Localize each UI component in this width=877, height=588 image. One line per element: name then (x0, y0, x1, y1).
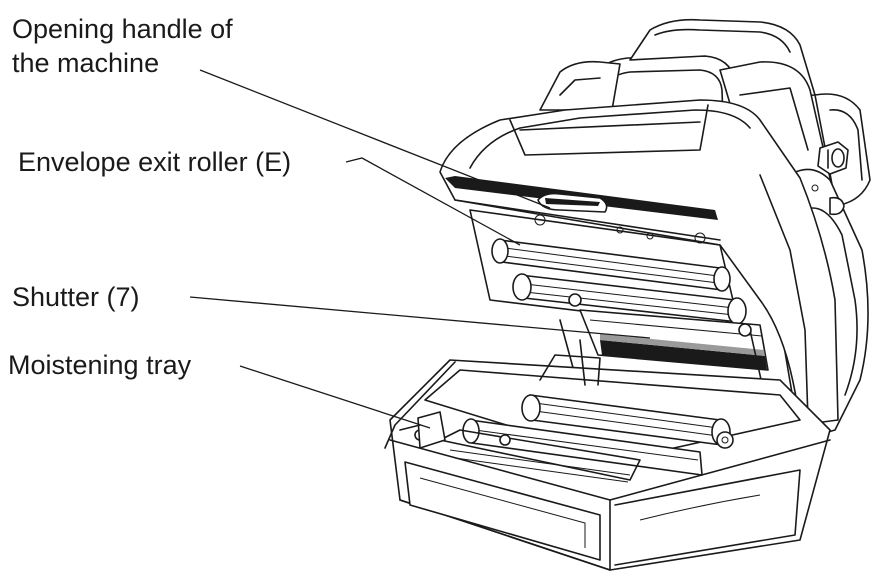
opening-handle-label-line2: the machine (12, 48, 160, 78)
leader-handle (199, 69, 551, 209)
opened-cover (439, 99, 839, 426)
base-body (384, 359, 831, 571)
roller-mechanism (469, 209, 771, 421)
leader-tray (239, 365, 431, 429)
moistening-tray-bay (399, 339, 801, 483)
leader-shutter (189, 296, 651, 339)
leader-exit-roller (345, 157, 521, 246)
shutter-label: Shutter (7) (12, 282, 140, 312)
envelope-exit-roller-label: Envelope exit roller (E) (18, 147, 292, 177)
opening-handle-label-line1: Opening handle of (12, 14, 233, 44)
opening-handle-label: Opening handle of the machine (12, 12, 233, 80)
moistening-tray-label: Moistening tray (8, 350, 192, 380)
